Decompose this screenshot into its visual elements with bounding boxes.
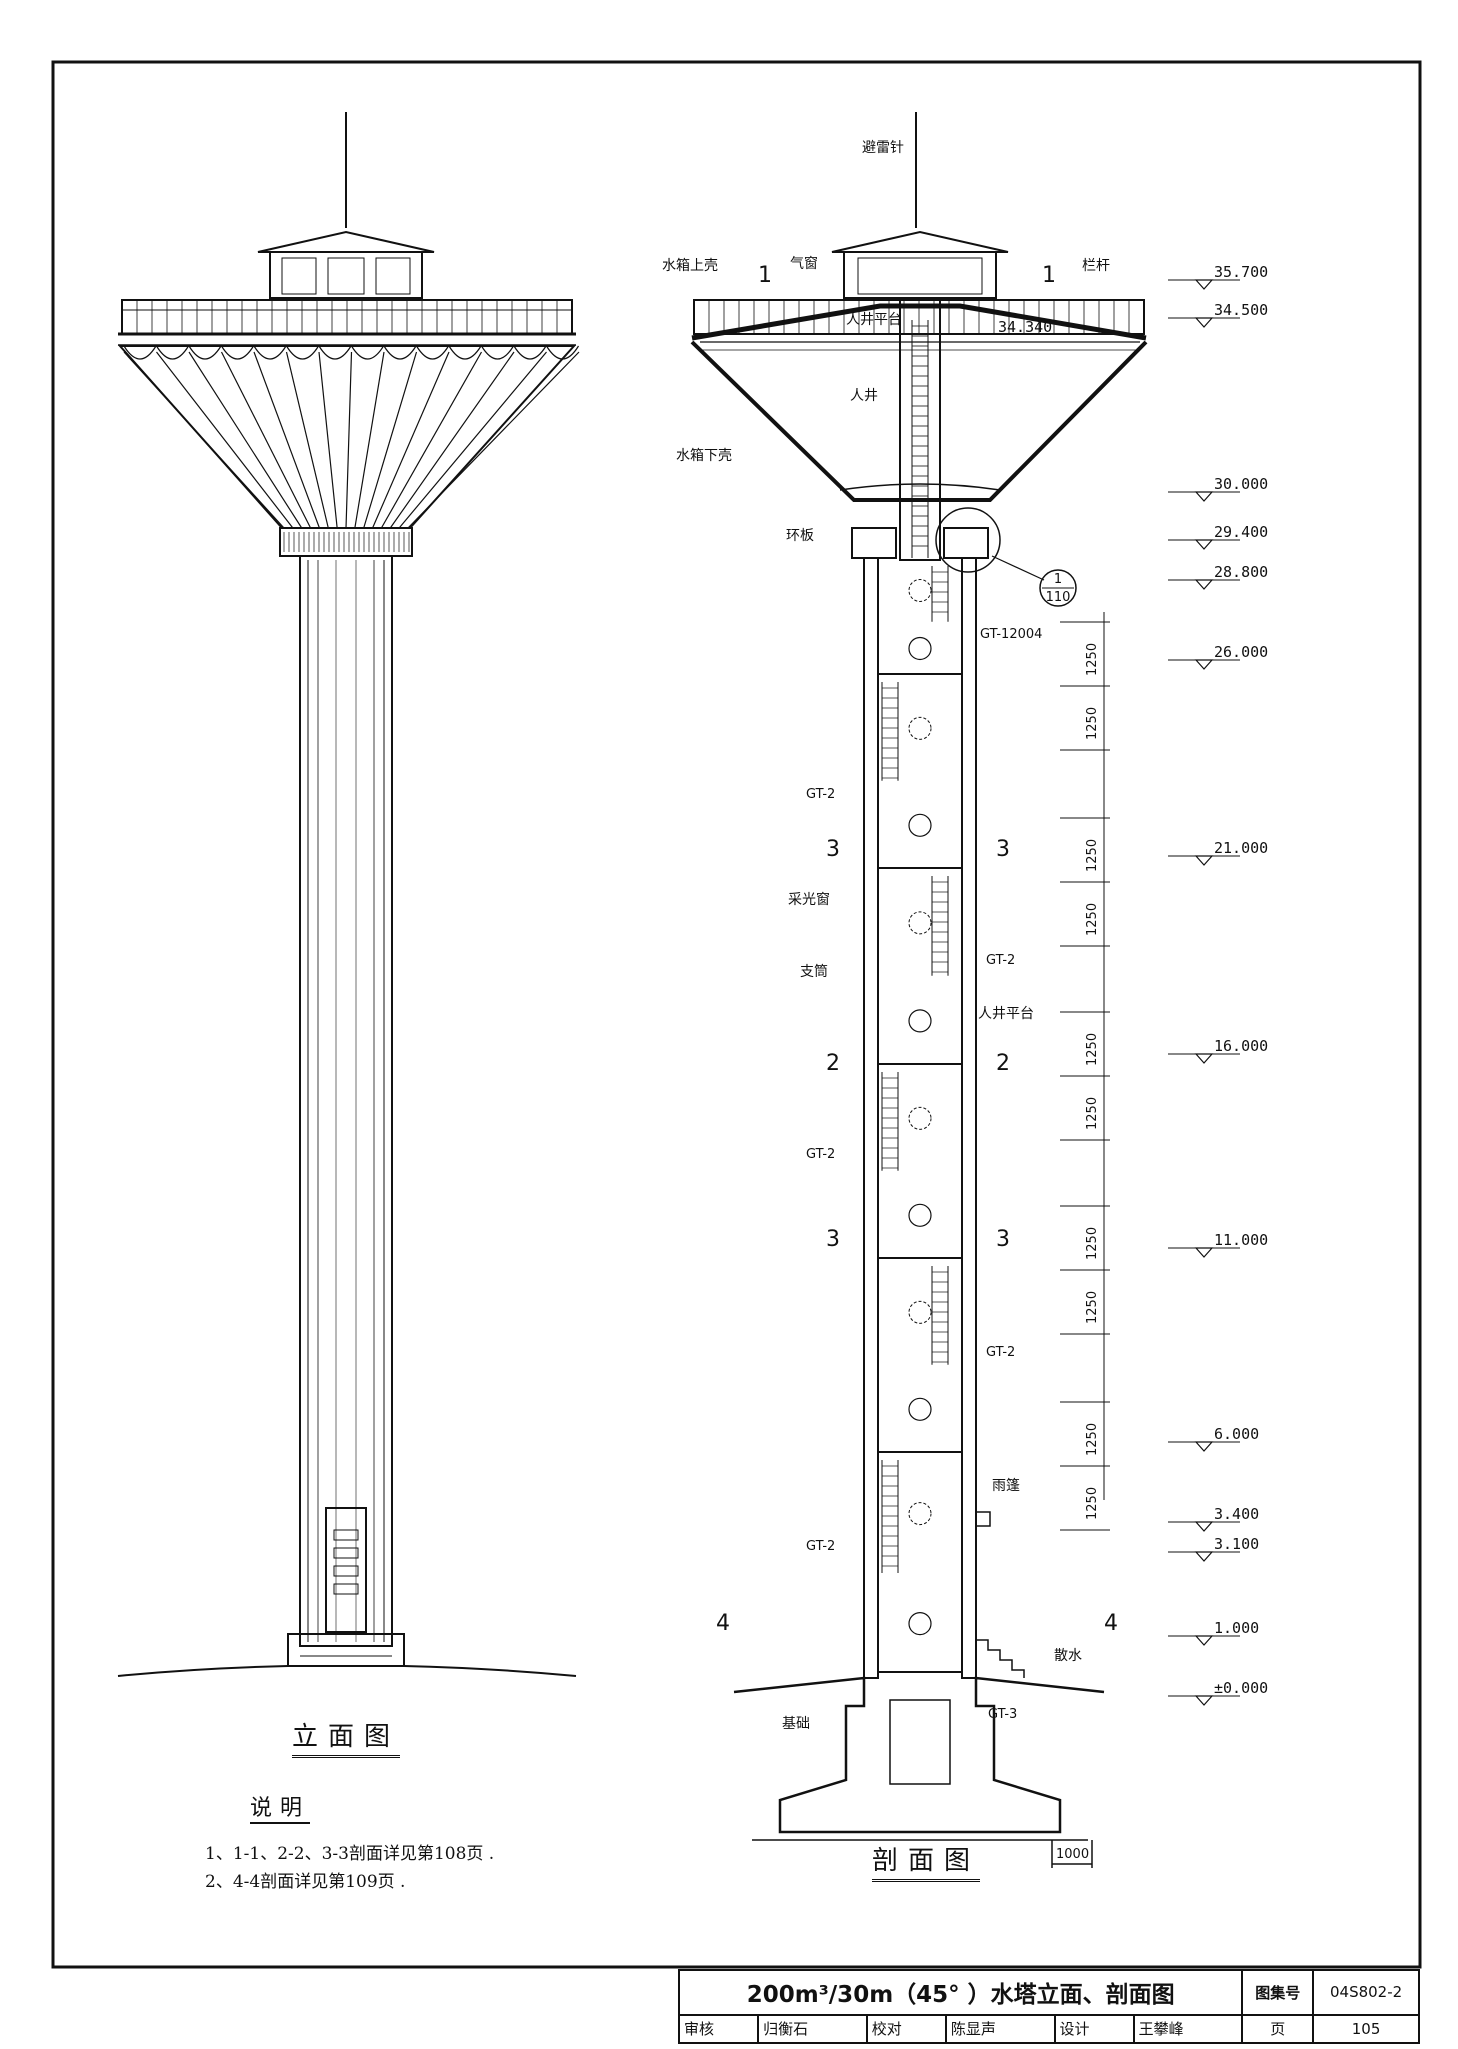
elevation-marker-label: 30.000: [1214, 475, 1268, 493]
notes-title: 说明: [250, 1790, 311, 1824]
tower-door: [325, 1507, 367, 1633]
section-mark-2-right: 2: [996, 1051, 1010, 1076]
section-mark-4-right: 4: [1104, 1611, 1118, 1636]
elevation-marker-label: 28.800: [1214, 563, 1268, 581]
sheet-border: [51, 60, 1422, 1969]
label-apron: 散水: [1054, 1648, 1082, 1664]
section-view: 1 110: [690, 112, 1148, 1841]
note-item-1: 1、1-1、2-2、3-3剖面详见第108页 .: [205, 1844, 495, 1864]
label-foundation: 基础: [782, 1715, 810, 1732]
label-ring-plate: 环板: [786, 528, 814, 544]
label-gt2-b: GT-2: [986, 953, 1015, 968]
elevation-marker-label: ±0.000: [1214, 1679, 1268, 1697]
dimension-label: 1250: [1085, 643, 1100, 676]
title-block: 200m³/30m（45° ）水塔立面、剖面图 图集号 04S802-2 审核 …: [677, 1969, 1420, 2049]
section-mark-3-left-a: 3: [826, 837, 840, 862]
detail-ref-num: 1: [1054, 572, 1062, 587]
label-gt3: GT-3: [988, 1707, 1017, 1722]
atlas-label: 图集号: [1241, 1969, 1315, 2016]
scale-bar-label: 1000: [1056, 1847, 1089, 1862]
section-mark-4-left: 4: [716, 1611, 730, 1636]
section-mark-3-right-b: 3: [996, 1227, 1010, 1252]
scale-bar: 1000: [1051, 1840, 1093, 1868]
elevation-caption: 立面图: [292, 1716, 401, 1758]
elevation-marker-label: 11.000: [1214, 1231, 1268, 1249]
section-marks: 1 1 3 3 2 2 3 3 4 4: [716, 263, 1118, 1636]
dimension-label: 1250: [1085, 1097, 1100, 1130]
dimension-label: 1250: [1085, 1423, 1100, 1456]
designer-name: 王攀峰: [1132, 2013, 1244, 2045]
label-railing: 栏杆: [1082, 258, 1110, 274]
review-label: 审核: [677, 2013, 760, 2045]
atlas-number: 04S802-2: [1312, 1969, 1420, 2016]
section-caption: 剖面图: [872, 1840, 981, 1882]
label-manhole: 人井: [850, 388, 878, 404]
elevation-marker-label: 6.000: [1214, 1425, 1259, 1443]
label-daylight-window: 采光窗: [788, 891, 830, 908]
dimension-label: 1250: [1085, 1227, 1100, 1260]
label-lightning-rod: 避雷针: [862, 140, 904, 156]
section-mark-1-right: 1: [1042, 263, 1056, 288]
label-support-tube: 支筒: [800, 963, 828, 980]
dimension-label: 1250: [1085, 1291, 1100, 1324]
section-labels: 避雷针 水箱上壳 气窗 栏杆 人井平台 34.340 人井 水箱下壳 环板 GT…: [662, 140, 1110, 1732]
elevation-marker-label: 26.000: [1214, 643, 1268, 661]
note-item-2: 2、4-4剖面详见第109页 .: [205, 1872, 406, 1892]
label-tank-top-shell: 水箱上壳: [662, 257, 718, 274]
elevation-marker-label: 3.400: [1214, 1505, 1259, 1523]
label-water-level: 34.340: [998, 318, 1052, 336]
section-mark-3-right-a: 3: [996, 837, 1010, 862]
dimension-label: 1250: [1085, 903, 1100, 936]
label-gt2-e: GT-2: [806, 1539, 835, 1554]
reviewer-name: 归衡石: [757, 2013, 868, 2045]
elevation-marker-label: 34.500: [1214, 301, 1268, 319]
section-mark-1-left: 1: [758, 263, 772, 288]
detail-ref-den: 110: [1046, 590, 1071, 605]
section-mark-2-left: 2: [826, 1051, 840, 1076]
elevation-marker-label: 29.400: [1214, 523, 1268, 541]
louver-vents: [281, 257, 411, 295]
page-number: 105: [1312, 2013, 1420, 2045]
elevation-marker-label: 21.000: [1214, 839, 1268, 857]
dimension-label: 1250: [1085, 1487, 1100, 1520]
dimension-label: 1250: [1085, 707, 1100, 740]
label-gt1: GT-12004: [980, 627, 1042, 642]
label-manhole-platform: 人井平台: [846, 312, 902, 328]
dimension-label: 1250: [1085, 1033, 1100, 1066]
elevation-marker-label: 3.100: [1214, 1535, 1259, 1553]
check-label: 校对: [865, 2013, 947, 2045]
label-gt2-d: GT-2: [986, 1345, 1015, 1360]
elevation-marker-label: 16.000: [1214, 1037, 1268, 1055]
dimension-chain: 1250 1250 1250 1250 1250 1250 1250 1250 1250 1250: [1060, 612, 1110, 1531]
label-gt2-a: GT-2: [806, 787, 835, 802]
elevation-view: [117, 112, 580, 1677]
notes: 1、1-1、2-2、3-3剖面详见第108页 . 2、4-4剖面详见第109页 …: [205, 1840, 494, 1896]
label-manhole-platform-2: 人井平台: [978, 1006, 1034, 1022]
label-tank-bottom-shell: 水箱下壳: [676, 447, 732, 464]
drawing-title: 200m³/30m（45° ）水塔立面、剖面图: [677, 1969, 1244, 2016]
label-gt2-c: GT-2: [806, 1147, 835, 1162]
design-label: 设计: [1053, 2013, 1135, 2045]
dimension-label: 1250: [1085, 839, 1100, 872]
elevation-marker-label: 35.700: [1214, 263, 1268, 281]
elevation-marker-label: 1.000: [1214, 1619, 1259, 1637]
label-air-window: 气窗: [790, 255, 818, 272]
page-label: 页: [1241, 2013, 1315, 2045]
section-mark-3-left-b: 3: [826, 1227, 840, 1252]
elevation-markers: 35.700 34.500 30.000 29.400 28.800 26.000 21.0…: [1168, 263, 1268, 1706]
label-canopy: 雨篷: [992, 1478, 1020, 1494]
checker-name: 陈显声: [944, 2013, 1056, 2045]
